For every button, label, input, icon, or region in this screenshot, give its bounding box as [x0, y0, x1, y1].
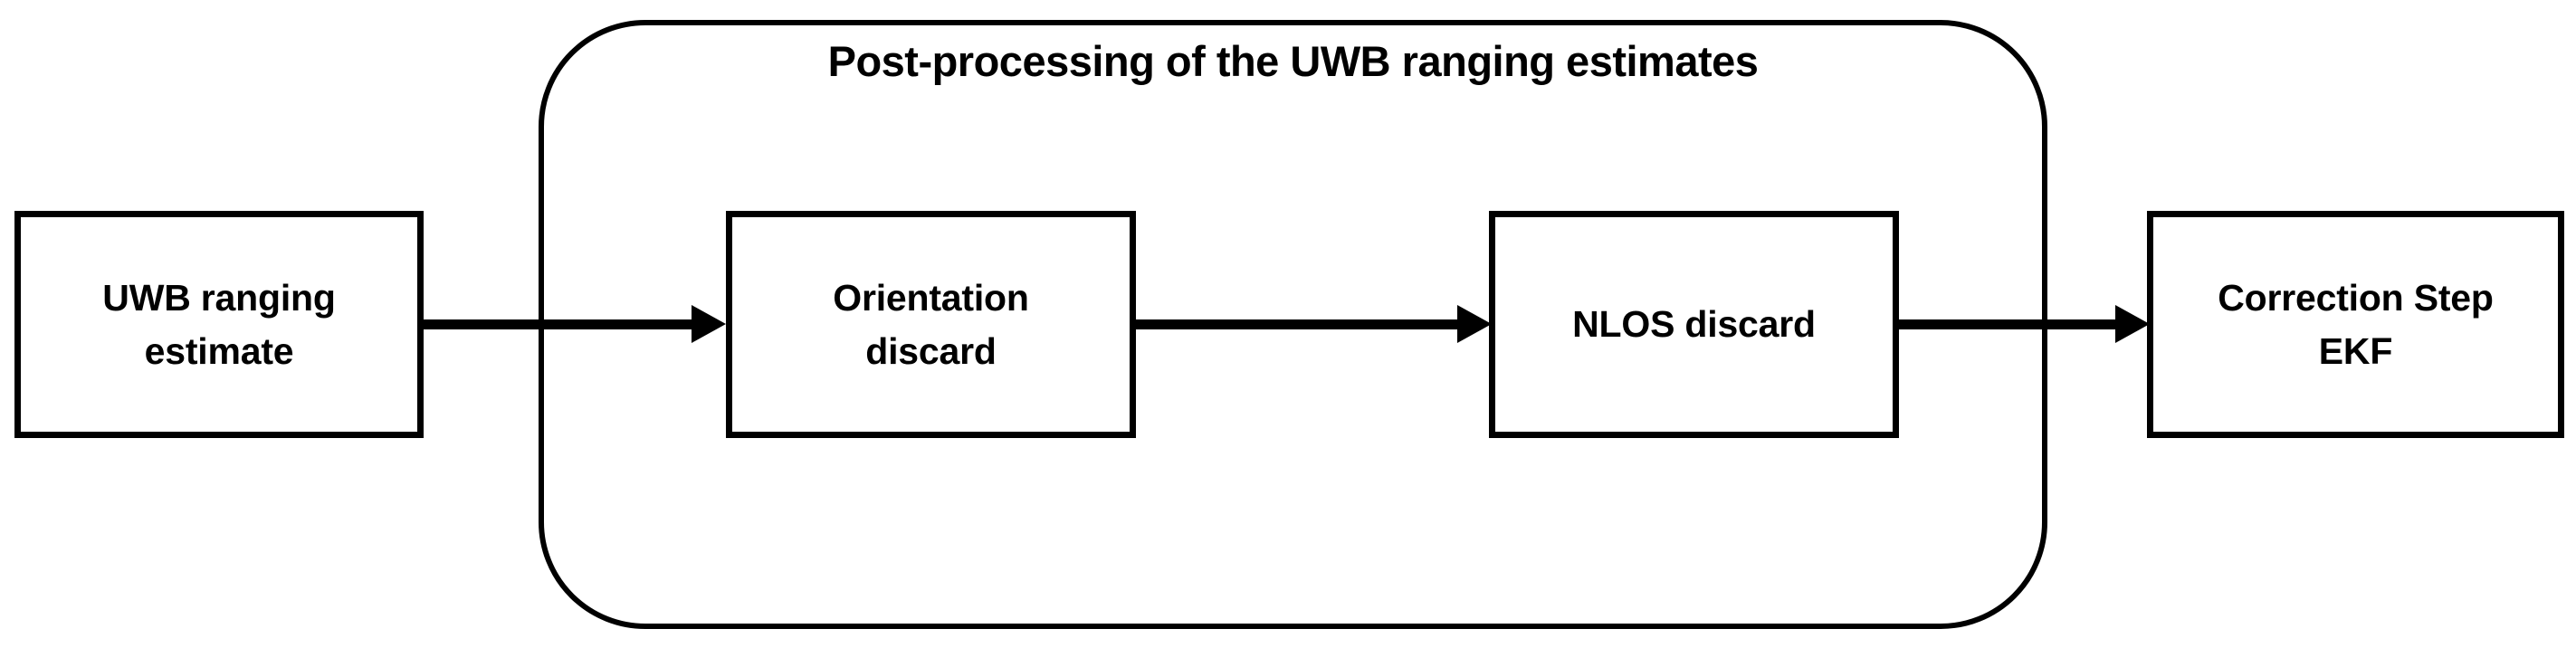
arrow-head-icon: [2115, 305, 2150, 343]
edge-arrow-nlos-to-correction: [1894, 305, 2150, 343]
arrow-head-icon: [692, 305, 726, 343]
node-label-orientation-discard: Orientation discard: [833, 277, 1029, 372]
node-correction-step-ekf[interactable]: Correction Step EKF: [2147, 211, 2564, 438]
node-orientation-discard[interactable]: Orientation discard: [726, 211, 1136, 438]
arrow-shaft: [1131, 319, 1460, 329]
node-nlos-discard[interactable]: NLOS discard: [1489, 211, 1899, 438]
node-label-nlos-discard: NLOS discard: [1572, 303, 1816, 346]
arrow-shaft: [418, 319, 694, 329]
edge-arrow-uwb-to-orientation: [418, 305, 726, 343]
edge-arrow-orientation-to-nlos: [1131, 305, 1492, 343]
group-title: Post-processing of the UWB ranging estim…: [827, 37, 1759, 85]
node-label-correction-step-ekf: Correction Step EKF: [2218, 277, 2494, 372]
node-label-uwb-ranging-estimate: UWB ranging estimate: [102, 277, 336, 372]
arrow-head-icon: [1457, 305, 1492, 343]
node-uwb-ranging-estimate[interactable]: UWB ranging estimate: [14, 211, 424, 438]
arrow-shaft: [1894, 319, 2118, 329]
